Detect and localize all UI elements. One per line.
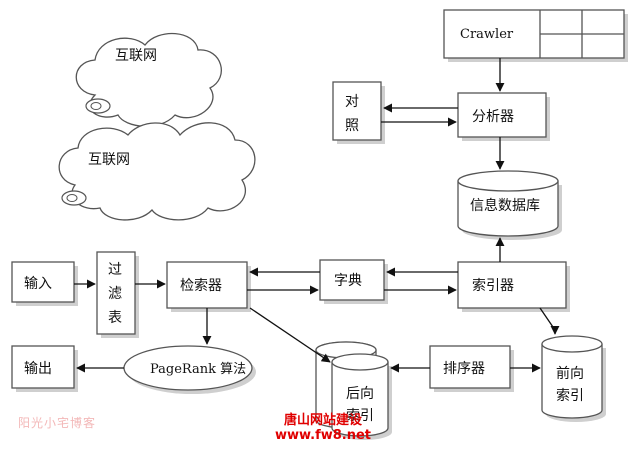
filter-label-3: 表 — [108, 310, 122, 326]
dictionary-node: 字典 — [319, 259, 388, 304]
info-db-label: 信息数据库 — [470, 197, 540, 214]
arrow-indexer-to-forward — [539, 307, 560, 335]
watermark-center-line2: www.fw8.net — [274, 428, 372, 443]
analyzer-label: 分析器 — [472, 109, 514, 125]
output-node: 输出 — [11, 345, 78, 392]
inverted-index-label-2: 索引 — [346, 407, 374, 424]
info-db-node: 信息数据库 — [457, 170, 562, 240]
internet-label-1: 互联网 — [115, 48, 157, 64]
pagerank-label: PageRank 算法 — [150, 362, 246, 377]
filter-node: 过 滤 表 — [96, 251, 139, 338]
indexer-label: 索引器 — [472, 277, 514, 294]
inverted-index-label-1: 后向 — [346, 386, 374, 402]
forward-index-label-2: 索引 — [556, 387, 584, 404]
inverted-index-node: 后向 索引 — [315, 341, 392, 440]
indexer-node: 索引器 — [457, 261, 570, 312]
forward-index-node: 前向 索引 — [541, 335, 606, 422]
searcher-label: 检索器 — [180, 277, 222, 294]
compare-label-2: 照 — [345, 118, 359, 134]
compare-label-1: 对 — [345, 94, 359, 110]
input-node: 输入 — [11, 261, 78, 306]
internet-cloud-bottom: 互联网 — [58, 122, 256, 221]
arrow-searcher-to-inverted — [249, 307, 331, 363]
sorter-node: 排序器 — [429, 345, 514, 392]
forward-index-label-1: 前向 — [556, 365, 584, 382]
sorter-label: 排序器 — [443, 361, 485, 377]
analyzer-node: 分析器 — [457, 92, 550, 141]
dictionary-label: 字典 — [334, 273, 362, 289]
output-label: 输出 — [24, 361, 52, 377]
crawler-node: Crawler — [443, 9, 628, 62]
crawler-label: Crawler — [460, 27, 514, 42]
internet-label-2: 互联网 — [88, 152, 130, 168]
internet-cloud-top: 互联网 — [75, 32, 222, 127]
filter-label-2: 滤 — [108, 286, 122, 302]
input-label: 输入 — [24, 276, 52, 292]
connectors — [74, 58, 560, 373]
compare-node: 对 照 — [332, 81, 385, 144]
watermark-left: 阳光小宅博客 — [18, 416, 97, 430]
filter-label-1: 过 — [108, 262, 122, 278]
searcher-node: 检索器 — [166, 261, 251, 312]
watermark-center-line1: 唐山网站建设 — [283, 413, 362, 428]
pagerank-node: PageRank 算法 — [123, 345, 256, 394]
watermark-center: 唐山网站建设 www.fw8.net — [268, 413, 378, 443]
